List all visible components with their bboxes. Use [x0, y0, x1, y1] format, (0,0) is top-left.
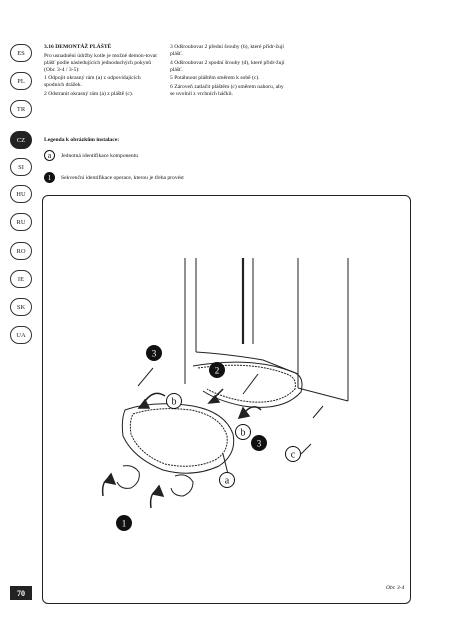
- lang-tab-cz[interactable]: CZ: [10, 131, 32, 149]
- paragraph: 5 Potáhnout pláštěm směrem k sobě (c).: [170, 75, 260, 81]
- lang-tab-si[interactable]: SI: [10, 158, 32, 176]
- component-markers: [166, 393, 301, 488]
- label-a: a: [225, 476, 230, 487]
- section-title: 3.16 DEMONTÁŽ PLÁŠTĚ: [44, 44, 112, 50]
- op-1-label: 1: [122, 519, 127, 529]
- page-number: 70: [10, 586, 32, 600]
- figure-frame: 3 2 3 1 b b c a: [42, 195, 411, 604]
- paragraph: 3 Odšroubovat 2 přední šrouby (b), které…: [170, 44, 284, 57]
- legend-operation: 1 Sekvenční identifikace operace, kterou…: [44, 172, 184, 183]
- lang-tab-ie[interactable]: IE: [10, 270, 32, 288]
- instructions-left: 3.16 DEMONTÁŽ PLÁŠTĚ Pro usnadnění údržb…: [44, 44, 162, 99]
- lang-tab-es[interactable]: ES: [10, 44, 32, 62]
- paragraph: 2 Odstranit okrasný rám (a) z pláště (c)…: [44, 90, 134, 97]
- op-3b-label: 3: [257, 439, 262, 449]
- legend-operation-text: Sekvenční identifikace operace, kterou j…: [61, 174, 184, 181]
- lang-tab-ua[interactable]: UA: [10, 326, 32, 344]
- label-b-bottom: b: [241, 428, 246, 439]
- legend-component-text: Jednotná identifikace komponentu: [61, 152, 139, 159]
- lang-tab-ru[interactable]: RU: [10, 213, 32, 231]
- paragraph: 1 Odpojit okrasný rám (a) z odpovídající…: [44, 75, 141, 88]
- paragraph: 4 Odšroubovat 2 spodní šrouby (d), které…: [170, 59, 285, 73]
- legend-component: a Jednotná identifikace komponentu: [44, 150, 138, 161]
- paragraph: 6 Zároveň zatlačit pláštěm (c) směrem na…: [170, 83, 284, 97]
- instructions-right: 3 Odšroubovat 2 přední šrouby (b), které…: [170, 44, 288, 99]
- op-3a-label: 3: [152, 349, 157, 359]
- component-symbol-icon: a: [44, 150, 55, 161]
- operation-symbol-icon: 1: [44, 172, 55, 183]
- label-c: c: [291, 450, 296, 461]
- operation-markers: 3 2 3 1: [116, 345, 267, 531]
- op-2-label: 2: [215, 366, 220, 376]
- legend-title: Legenda k obrázkům instalace:: [44, 137, 120, 143]
- figure-caption: Obr. 3-4: [386, 585, 405, 591]
- lang-tab-tr[interactable]: TR: [10, 100, 32, 118]
- lang-tab-pl[interactable]: PL: [10, 72, 32, 90]
- boiler-illustration: 3 2 3 1 b b c a: [101, 258, 349, 531]
- lang-tab-ro[interactable]: RO: [10, 242, 32, 260]
- paragraph: Pro usnadnění údržby kotle je možné demo…: [44, 52, 157, 73]
- label-b-front: b: [172, 397, 177, 408]
- lang-tab-hu[interactable]: HU: [10, 185, 32, 203]
- lang-tab-sk[interactable]: SK: [10, 298, 32, 316]
